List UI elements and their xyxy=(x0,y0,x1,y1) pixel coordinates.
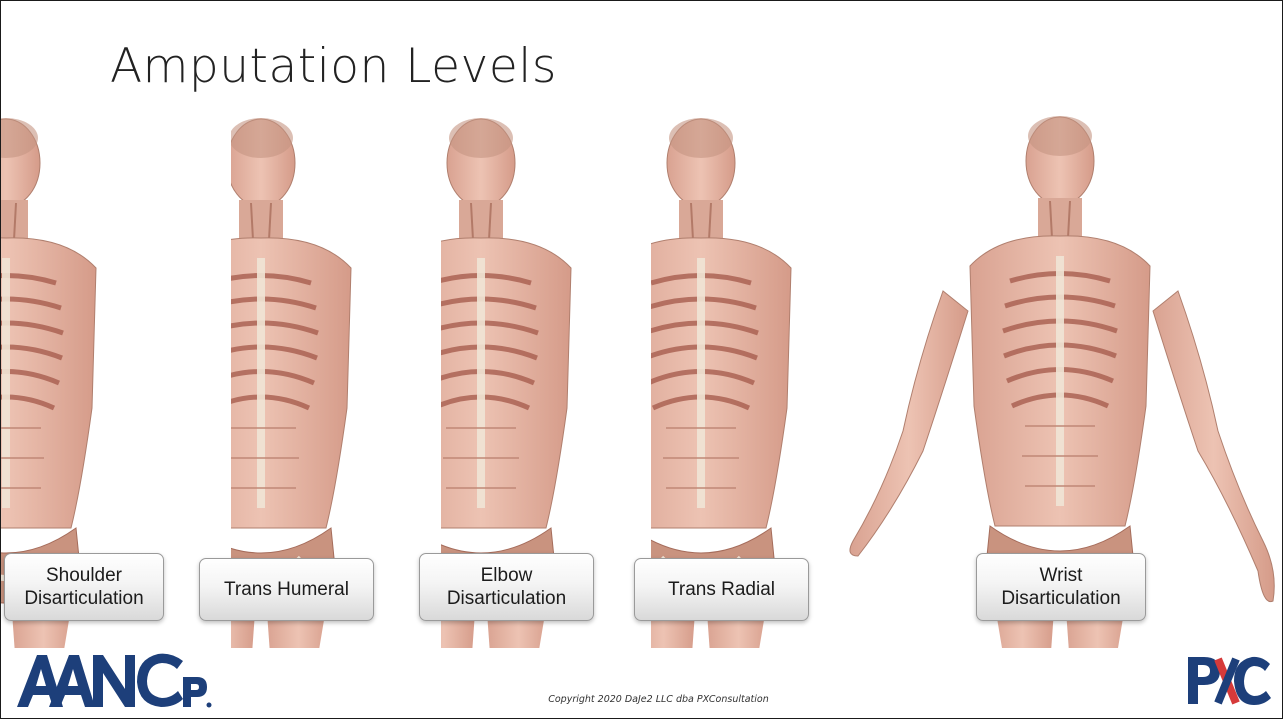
level-label-trans-humeral: Trans Humeral xyxy=(199,558,374,621)
slide-title: Amputation Levels xyxy=(110,39,557,94)
copyright-text: Copyright 2020 DaJe2 LLC dba PXConsultat… xyxy=(1,694,1282,705)
level-label-elbow-disarticulation: Elbow Disarticulation xyxy=(419,553,594,621)
level-label-trans-radial: Trans Radial xyxy=(634,558,809,621)
level-label-shoulder-disarticulation: Shoulder Disarticulation xyxy=(4,553,164,621)
level-label-wrist-disarticulation: Wrist Disarticulation xyxy=(976,553,1146,621)
